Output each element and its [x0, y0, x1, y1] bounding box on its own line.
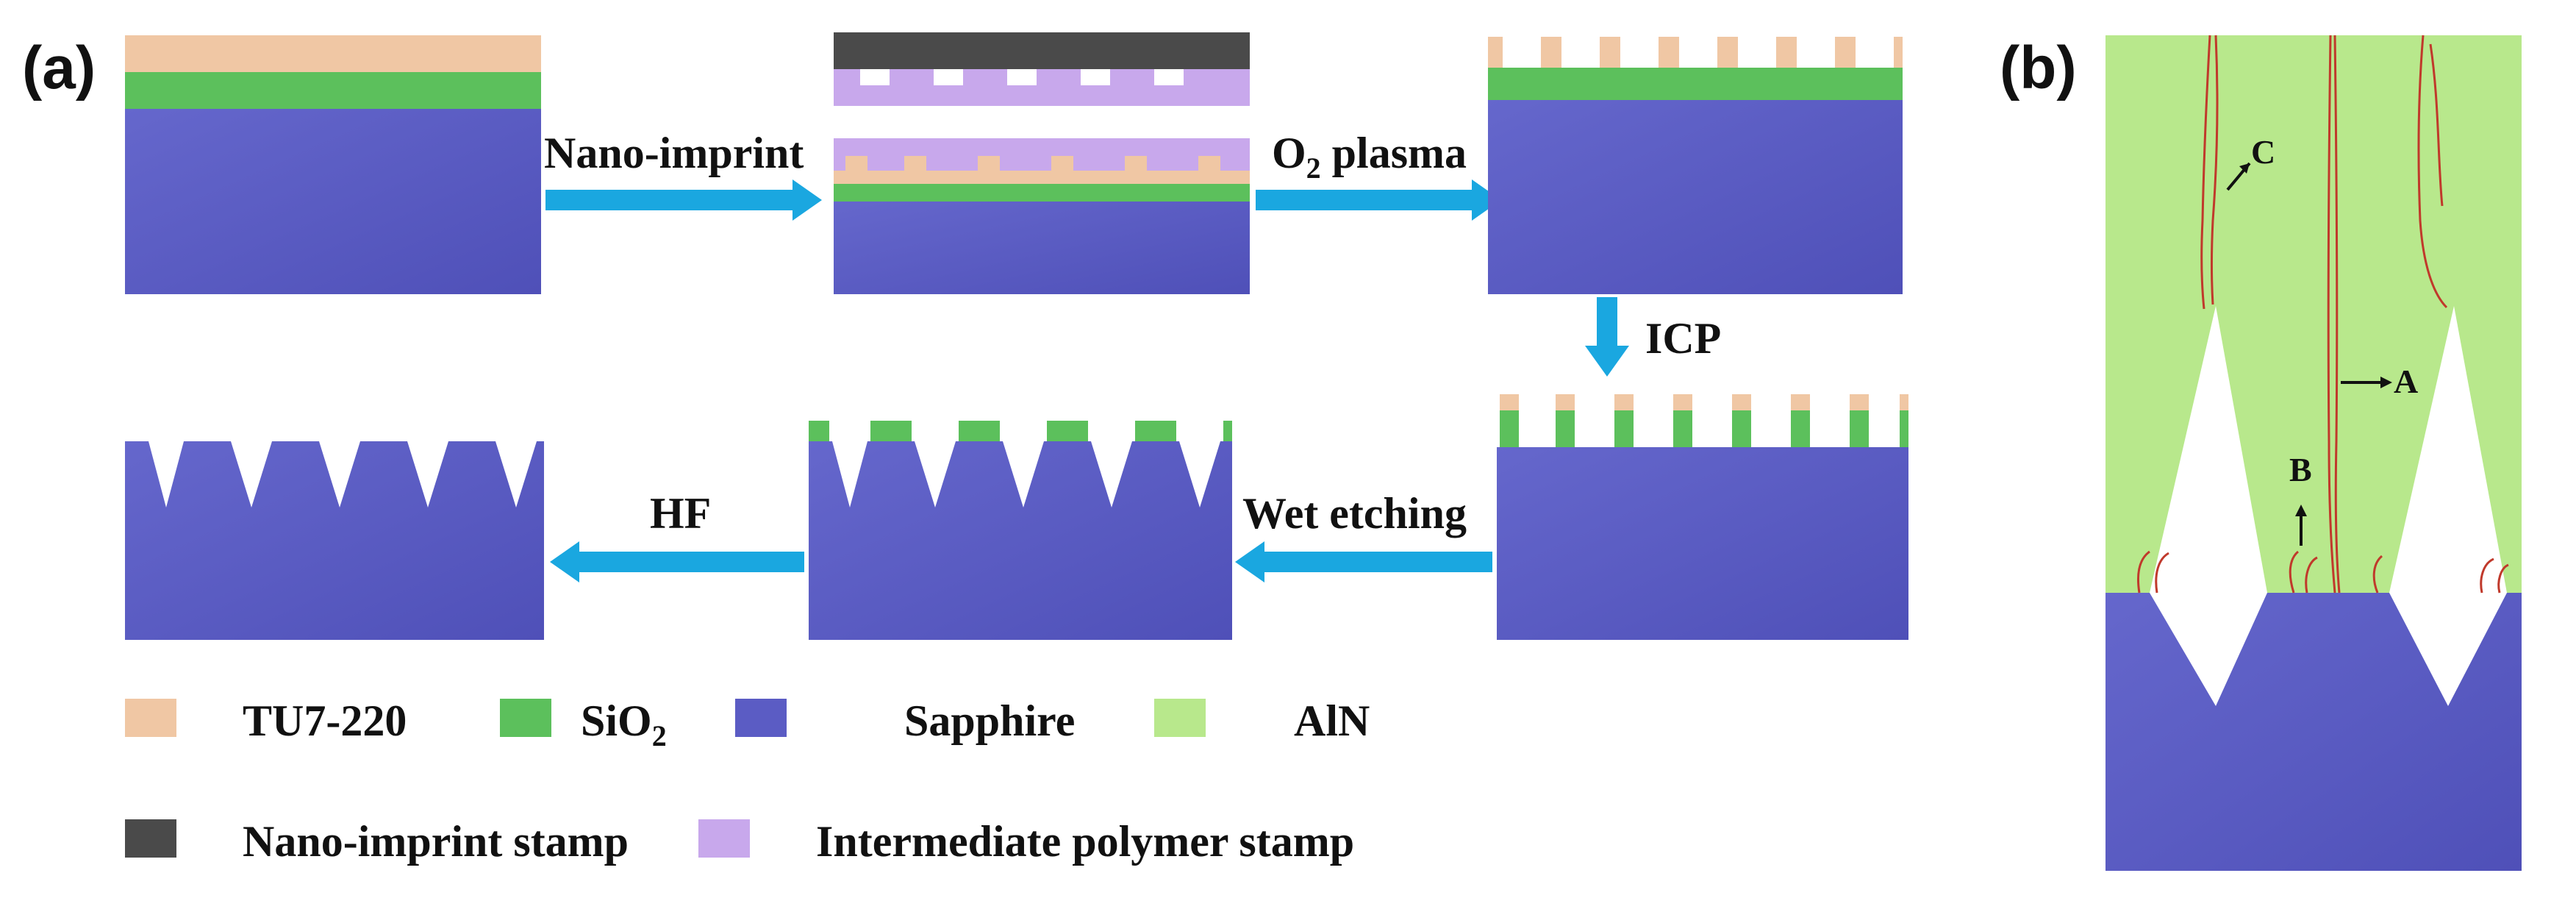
legend-swatch-aln: [1154, 699, 1206, 737]
sapphire-patterned-final: [125, 441, 544, 640]
nanoimprint-label: Nano-imprint: [544, 129, 804, 177]
sio2-caps-5: [809, 421, 1232, 441]
nanoimprint-stamp: [834, 32, 1250, 69]
sapphire-substrate-4: [1497, 447, 1908, 640]
sapphire-substrate: [125, 109, 541, 294]
void-right: [2389, 306, 2507, 706]
arrow-hf: HF: [550, 489, 804, 583]
legend-label-sio2: SiO2: [581, 697, 667, 752]
stage-icp: [1497, 394, 1908, 640]
arrow-icp: ICP: [1585, 297, 1721, 377]
stage-final-pss: [125, 441, 544, 640]
sio2-layer: [125, 72, 541, 109]
panel-b-label: (b): [2000, 35, 2077, 101]
legend: TU7-220 SiO2 Sapphire AlN Nano-imprint s…: [125, 697, 1370, 866]
stage-wet-etching: [809, 421, 1232, 640]
arrow-nanoimprint: Nano-imprint: [544, 129, 822, 221]
wet-etching-label: Wet etching: [1242, 489, 1467, 538]
sio2-pillars: [1500, 410, 1908, 447]
stage-initial-stack: [125, 35, 541, 294]
marker-c: C: [2226, 133, 2275, 191]
legend-label-tu7: TU7-220: [243, 697, 407, 745]
panel-b-cross-section: C A B: [2105, 35, 2522, 871]
marker-b-label: B: [2289, 451, 2312, 488]
tu7-islands: [1488, 37, 1903, 68]
sio2-layer-2: [834, 184, 1250, 202]
legend-label-polymer: Intermediate polymer stamp: [816, 817, 1354, 866]
stage-imprint: [834, 32, 1250, 294]
icp-label: ICP: [1645, 314, 1721, 363]
o2-plasma-label: O2 plasma: [1272, 129, 1467, 185]
tu7-caps: [1500, 394, 1908, 410]
sapphire-substrate-3: [1488, 100, 1903, 294]
stage-o2-plasma: [1488, 37, 1903, 294]
polymer-stamp-imprinting: [834, 138, 1250, 171]
arrow-o2-plasma: O2 plasma: [1256, 129, 1501, 221]
sapphire-substrate-2: [834, 202, 1250, 294]
legend-swatch-sapphire: [735, 699, 787, 737]
sio2-layer-3: [1488, 68, 1903, 100]
legend-label-stamp: Nano-imprint stamp: [243, 817, 629, 866]
void-left: [2150, 306, 2267, 706]
arrow-wet-etching: Wet etching: [1235, 489, 1492, 583]
tu7-imprinted: [834, 156, 1250, 184]
dislocation-lines: [2137, 35, 2509, 594]
legend-swatch-tu7: [125, 699, 176, 737]
legend-swatch-polymer: [698, 819, 750, 858]
marker-c-label: C: [2251, 133, 2275, 171]
hf-label: HF: [650, 489, 711, 538]
polymer-stamp-top: [834, 69, 1250, 106]
legend-swatch-sio2: [500, 699, 551, 737]
marker-b: B: [2289, 451, 2312, 546]
legend-swatch-stamp: [125, 819, 176, 858]
marker-a: A: [2341, 363, 2418, 400]
legend-label-sapphire: Sapphire: [904, 697, 1075, 745]
tu7-layer: [125, 35, 541, 72]
sapphire-etched-5: [809, 441, 1232, 640]
legend-label-aln: AlN: [1294, 697, 1370, 745]
marker-a-label: A: [2394, 363, 2418, 400]
panel-a-label: (a): [22, 35, 96, 101]
